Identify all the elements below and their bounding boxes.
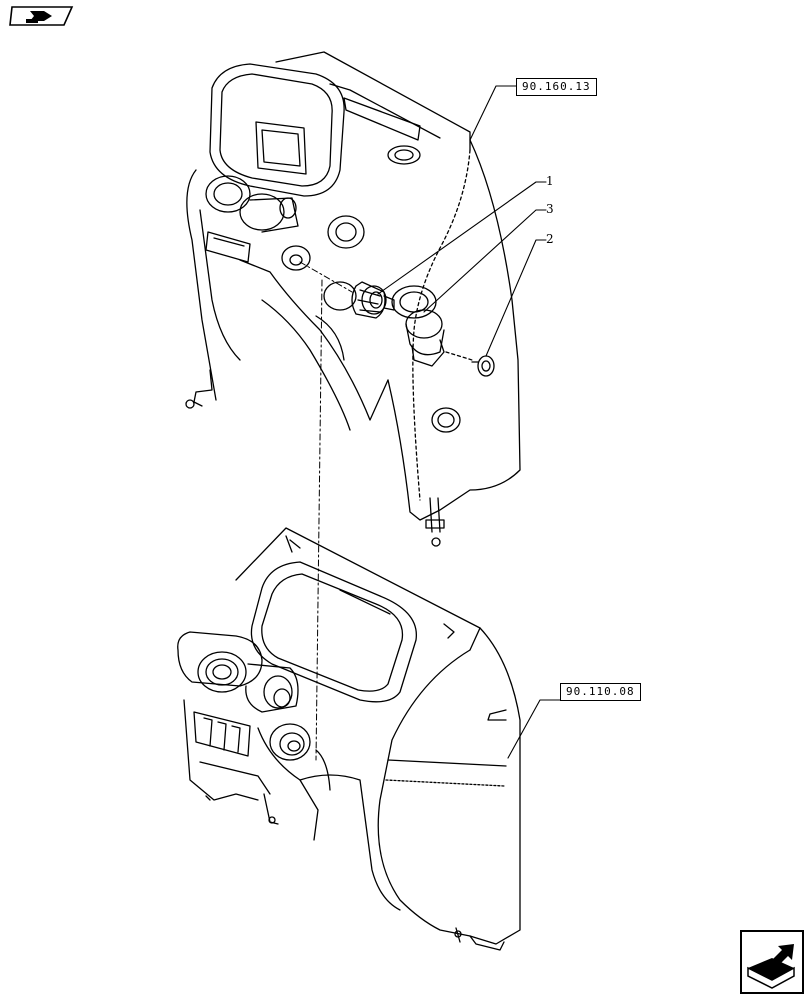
return-to-index-icon[interactable]: [8, 5, 74, 27]
weather-cap: [405, 309, 445, 367]
ignition-key: [445, 351, 495, 377]
callout-item-2: 2: [546, 232, 554, 246]
alignment-lines: [299, 261, 353, 761]
reference-box-bottom-assembly[interactable]: 90.110.08: [560, 683, 641, 701]
leader-lines: [377, 85, 561, 759]
lower-dash-panel: [177, 527, 521, 951]
ignition-switch-body: [351, 281, 395, 319]
callout-item-1: 1: [546, 174, 554, 188]
switch-bezel-ring: [391, 285, 437, 319]
reference-box-top-assembly[interactable]: 90.160.13: [516, 78, 597, 96]
callout-item-3: 3: [546, 202, 554, 216]
next-page-arrow-icon[interactable]: [740, 930, 804, 994]
upper-dash-panel: [185, 51, 521, 547]
